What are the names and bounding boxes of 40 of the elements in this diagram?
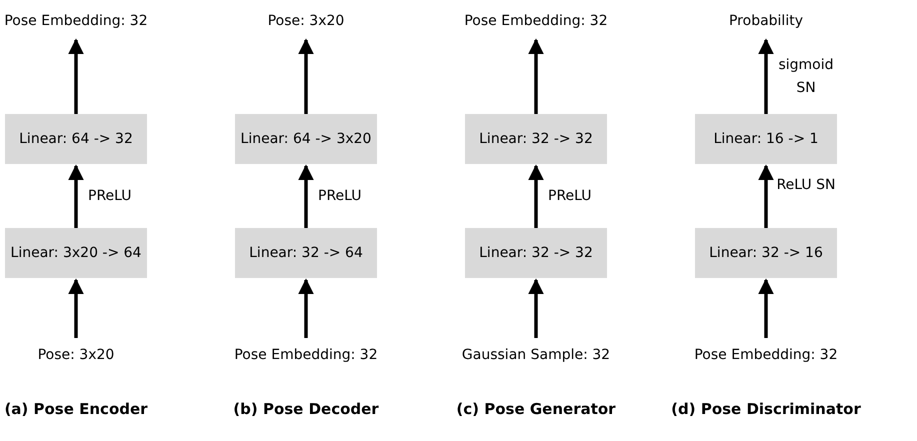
io-label: Probability: [671, 8, 861, 34]
panel-caption: (d) Pose Discriminator: [671, 400, 861, 418]
layer-box: [5, 228, 147, 278]
layer-box: [695, 114, 837, 164]
layer-label: Linear: 64 -> 32: [19, 131, 133, 147]
arrow: [758, 164, 774, 228]
panel-caption: (c) Pose Generator: [456, 400, 616, 418]
arrow: [68, 278, 84, 338]
arrow: [528, 38, 544, 114]
layer-label: Linear: 32 -> 64: [249, 245, 363, 261]
layer-label: Linear: 32 -> 16: [709, 245, 823, 261]
arrow: [758, 38, 774, 114]
panel-caption: (a) Pose Encoder: [4, 400, 148, 418]
layer-box: [695, 228, 837, 278]
io-label: Pose Embedding: 32: [0, 8, 171, 34]
io-label: Pose Embedding: 32: [211, 342, 401, 368]
arrow: [68, 38, 84, 114]
io-label: Pose: 3x20: [0, 342, 171, 368]
arrow: [298, 38, 314, 114]
layer-label: Linear: 32 -> 32: [479, 245, 593, 261]
io-label: Pose Embedding: 32: [441, 8, 631, 34]
layer-box: [465, 228, 607, 278]
panel-caption: (b) Pose Decoder: [233, 400, 379, 418]
arrow: [528, 278, 544, 338]
layer-box: [235, 114, 377, 164]
layer-box: [235, 228, 377, 278]
io-label: Gaussian Sample: 32: [441, 342, 631, 368]
layer-box: [465, 114, 607, 164]
arrow: [298, 278, 314, 338]
io-label: Pose Embedding: 32: [671, 342, 861, 368]
io-label: Pose: 3x20: [211, 8, 401, 34]
layer-label: Linear: 3x20 -> 64: [10, 245, 142, 261]
arrow: [298, 164, 314, 228]
layer-label: Linear: 64 -> 3x20: [240, 131, 372, 147]
arrow: [528, 164, 544, 228]
layer-label: Linear: 32 -> 32: [479, 131, 593, 147]
layer-label: Linear: 16 -> 1: [714, 131, 818, 147]
layer-box: [5, 114, 147, 164]
arrow: [68, 164, 84, 228]
arrow: [758, 278, 774, 338]
